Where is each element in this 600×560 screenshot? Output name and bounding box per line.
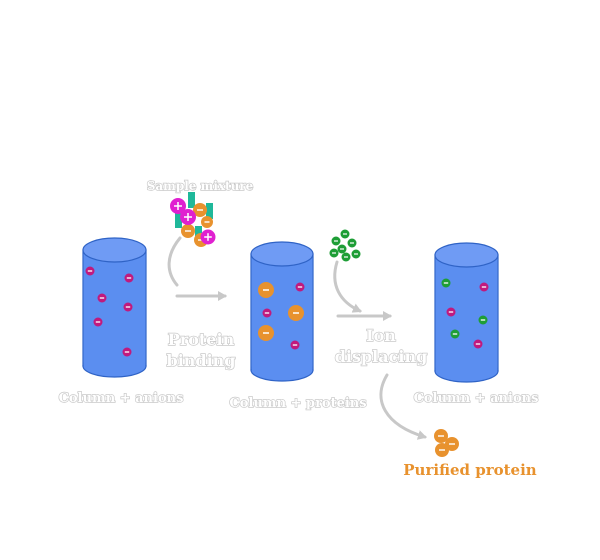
displacing-ion-cluster (329, 229, 361, 262)
bound-protein (258, 325, 274, 341)
purified-protein (434, 429, 448, 443)
bound-protein (288, 305, 304, 321)
column-2 (250, 241, 314, 382)
cation-bar (188, 192, 195, 208)
anion (262, 308, 272, 318)
anion (93, 317, 103, 327)
cation-bar (206, 203, 213, 219)
purified-protein-label: Purified protein (403, 461, 537, 479)
sample-protein (193, 203, 207, 217)
anion (473, 339, 483, 349)
displacing-ion (331, 236, 341, 246)
displacing-ion-group-3 (441, 278, 488, 339)
cation-plus (180, 209, 196, 225)
cation-plus (200, 229, 216, 245)
anion-group-2 (262, 282, 305, 350)
column-3-top (434, 242, 499, 268)
column-1-fill (83, 250, 146, 365)
protein-binding-label-line1: Protein (168, 330, 235, 349)
displacing-ion (340, 229, 350, 239)
displacing-ion (337, 244, 347, 254)
bound-displacing-ion (450, 329, 460, 339)
displacing-ion (341, 252, 351, 262)
displacing-ion (329, 248, 339, 258)
anion (446, 307, 456, 317)
sample-protein (201, 216, 213, 228)
curved-arrow-elution (379, 373, 427, 440)
anion (290, 340, 300, 350)
displacing-ion (347, 238, 357, 248)
sample-protein (181, 224, 195, 238)
displacing-ion (351, 249, 361, 259)
anion (97, 293, 107, 303)
purified-protein-cluster (434, 429, 459, 457)
cation-plus (170, 198, 186, 214)
sample-mixture-label: Sample mixture (147, 179, 254, 193)
sample-mixture-cluster (170, 192, 216, 247)
column-3-fill (435, 255, 498, 370)
column-2-top (250, 241, 314, 267)
anion-group-1 (85, 266, 134, 357)
bound-protein (258, 282, 274, 298)
purified-protein (435, 443, 449, 457)
ion-displacing-label-line2: displacing (335, 347, 428, 366)
column-anions-label-2: Column + anions (414, 391, 539, 406)
anion (295, 282, 305, 292)
anion (122, 347, 132, 357)
bound-displacing-ion (478, 315, 488, 325)
curved-arrow-ions (333, 260, 362, 313)
curved-arrow-sample (167, 236, 182, 287)
column-1 (82, 237, 147, 378)
anion-group-3 (446, 282, 489, 349)
bound-displacing-ion (441, 278, 451, 288)
ion-displacing-label-line1: Ion (366, 326, 396, 345)
cation-bar (195, 226, 202, 240)
anion (123, 302, 133, 312)
column-proteins-label: Column + proteins (229, 396, 366, 411)
column-anions-label-1: Column + anions (59, 391, 184, 406)
column-3 (434, 242, 499, 383)
protein-group-2 (258, 282, 304, 341)
anion (124, 273, 134, 283)
anion (479, 282, 489, 292)
anion (85, 266, 95, 276)
protein-binding-label-line2: binding (167, 351, 236, 370)
cation-bar (175, 213, 182, 228)
column-1-top (82, 237, 147, 263)
